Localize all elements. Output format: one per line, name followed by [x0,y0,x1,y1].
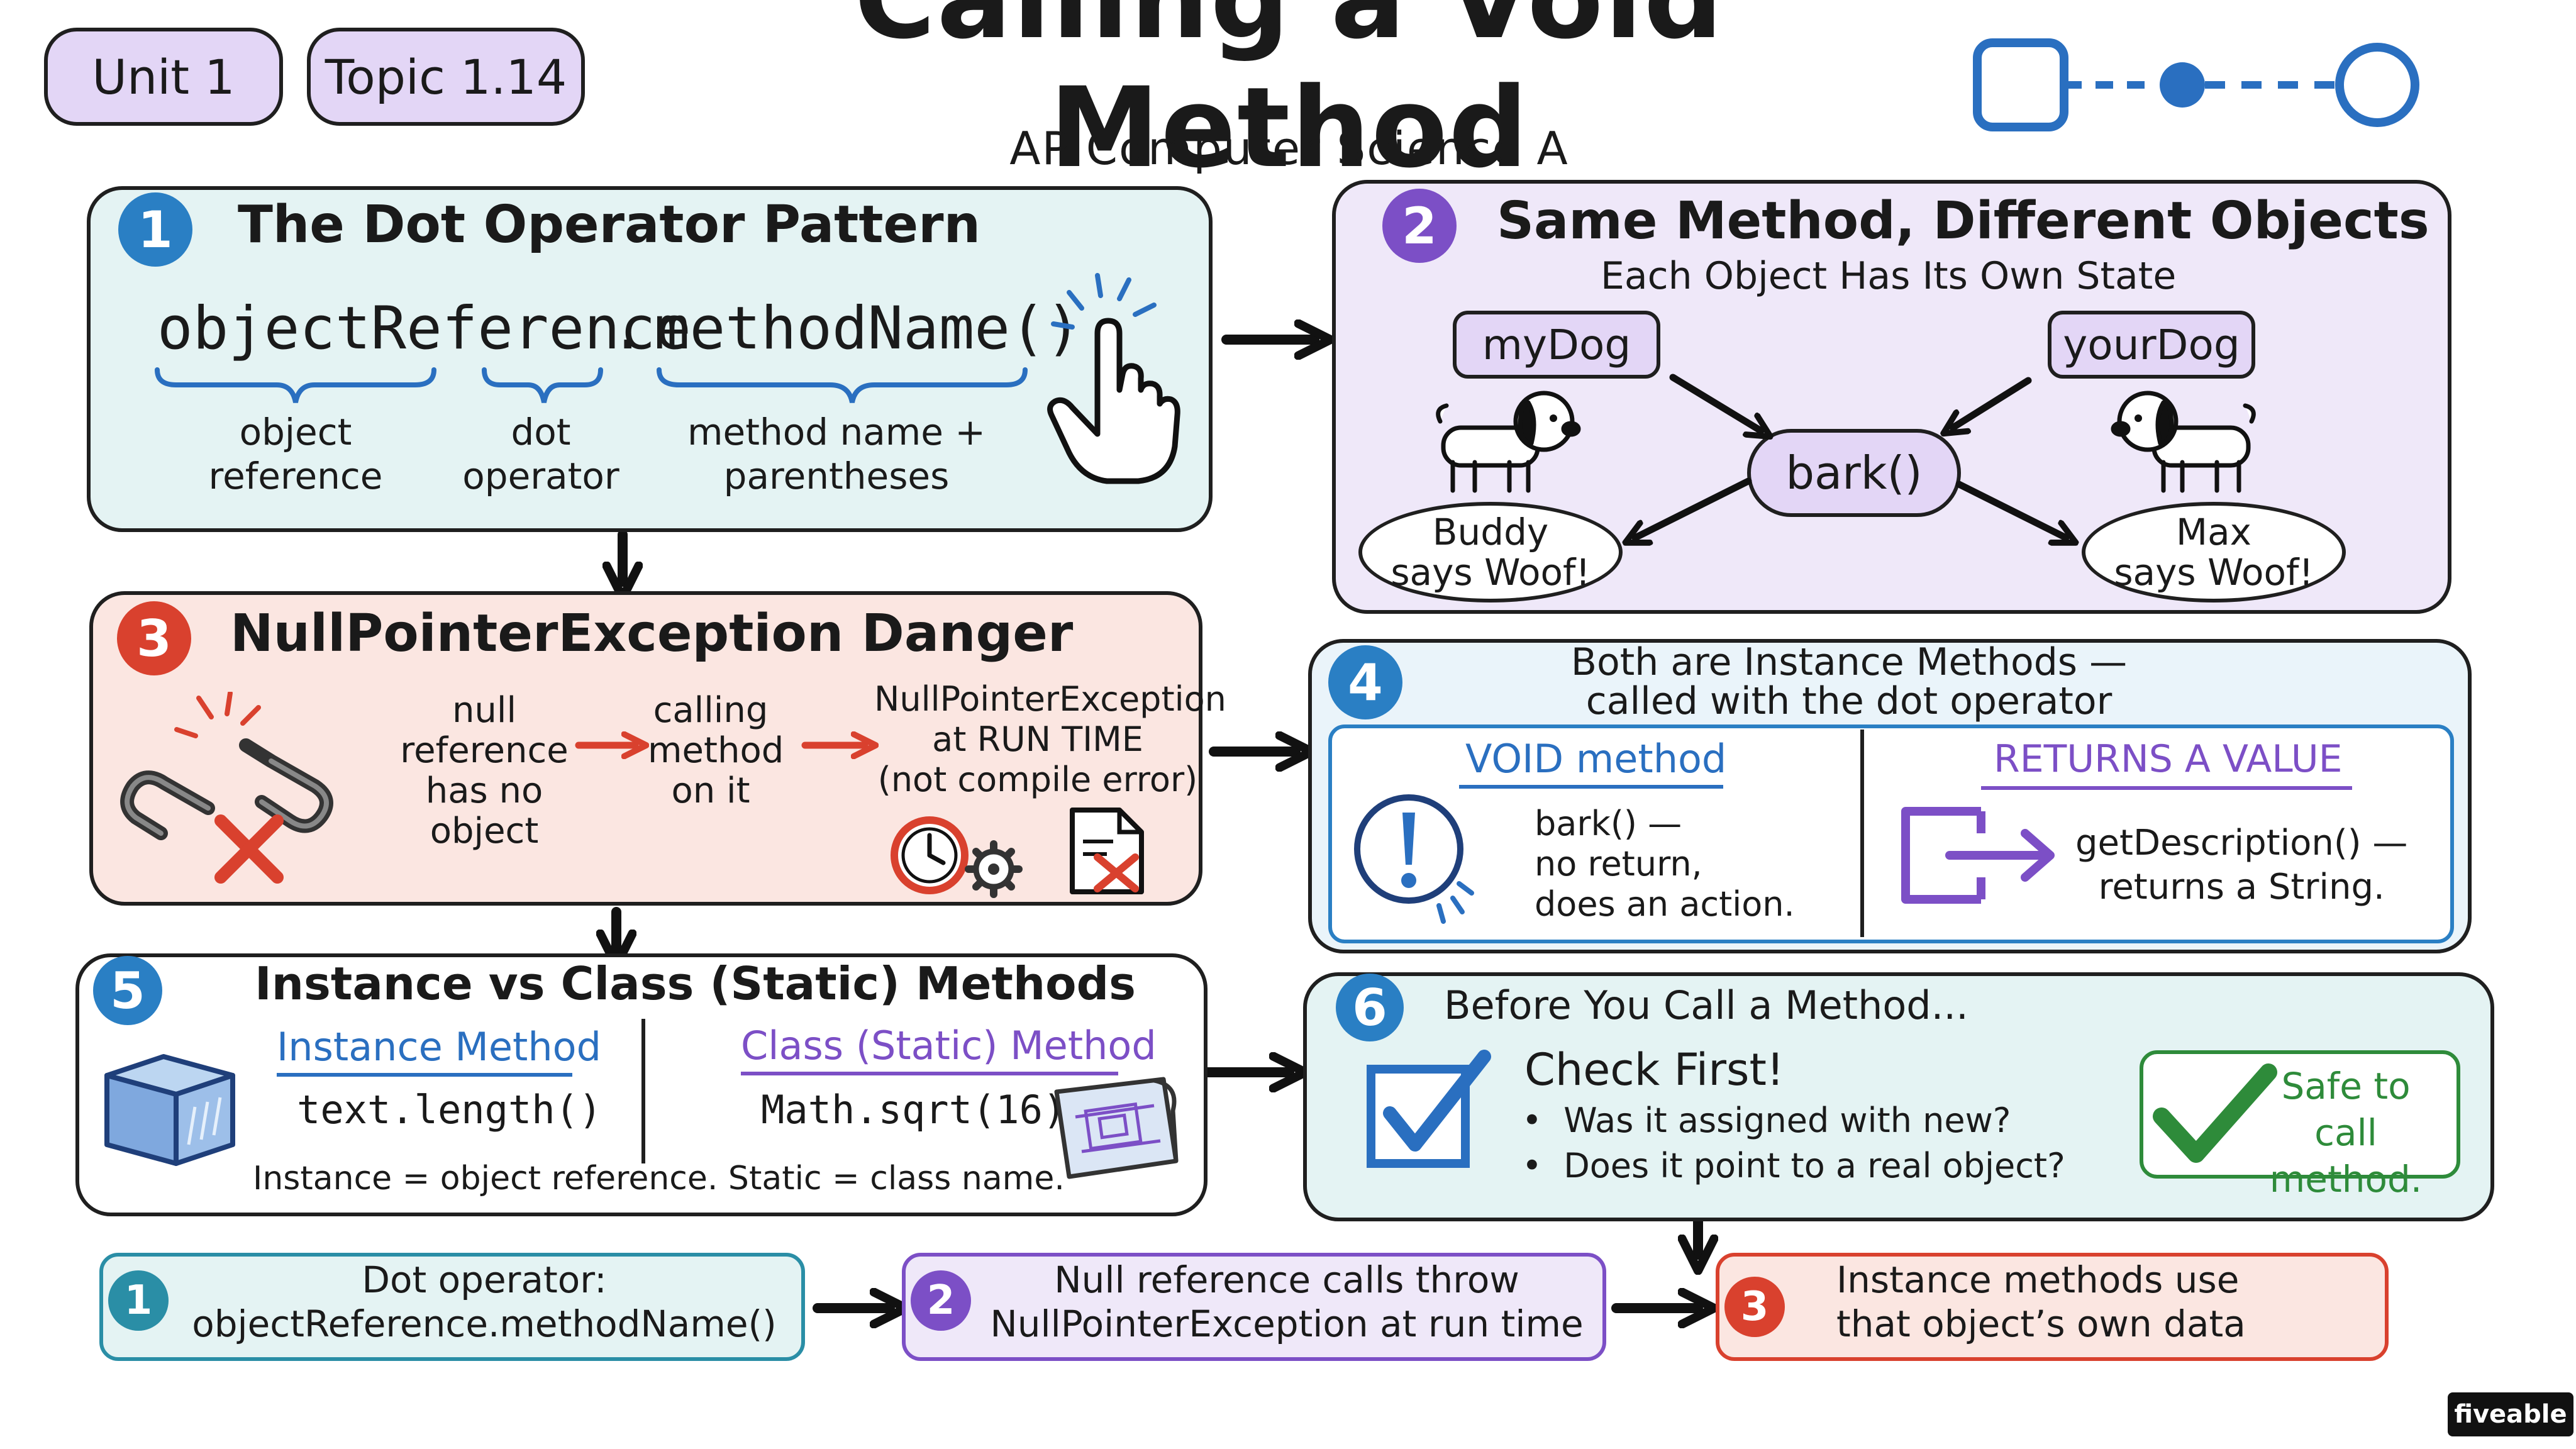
checkmark-icon [2153,1063,2277,1163]
column-divider [641,1019,645,1163]
void-method-card [1328,724,2454,943]
process-flow-icon [1973,38,2419,131]
label-method-name: method name +parentheses [687,411,985,497]
blueprint-icon [1054,1077,1179,1179]
panel-heading: The Dot Operator Pattern [238,195,980,255]
static-method-code: Math.sqrt(16) [761,1087,1067,1133]
panel-footer: Instance = object reference. Static = cl… [253,1160,1065,1197]
dog-icon [1436,391,1581,493]
panel-heading: Same Method, Different Objects [1497,191,2429,251]
summary-text-1: Dot operator:objectReference.methodName(… [192,1258,777,1345]
broken-chain-icon [120,692,333,884]
panel-dot-operator [87,186,1213,532]
summary-card-3 [1716,1253,2389,1361]
panel-number-badge: 5 [93,956,162,1025]
card-divider [1860,730,1864,937]
dog-icon [2111,391,2256,493]
panel-heading: Both are Instance Methods —called with t… [1570,640,2128,723]
checkbox-icon [1367,1050,1491,1168]
error-document-icon [1070,808,1144,894]
returns-value-title: RETURNS A VALUE [1994,737,2343,781]
panel-number-badge: 4 [1328,645,1402,719]
return-arrow-icon [1901,807,2055,904]
code-method-name: methodName() [654,294,1082,363]
check-first-title: Check First! [1524,1044,1784,1096]
exclamation-icon [1354,794,1474,924]
code-dot: . [610,294,646,363]
check-item: • Does it point to a real object? [1522,1146,2065,1185]
brand-logo: fiveable [2448,1392,2573,1436]
summary-card-1 [99,1253,805,1361]
panel-number-badge: 2 [1382,189,1457,263]
panel-heading: Before You Call a Method... [1444,982,1968,1028]
panel-subheading: Each Object Has Its Own State [1601,254,2177,298]
panel-number-badge: 3 [117,601,191,675]
instance-method-code: text.length() [297,1087,602,1133]
void-method-title: VOID method [1465,736,1727,782]
title-underline [741,1072,1118,1075]
code-object-reference: objectReference [157,294,691,363]
summary-card-2 [902,1253,1606,1361]
title-underline [1459,785,1723,789]
code-braces [155,367,1028,403]
object-label-yourdog: yourDog [2048,311,2255,379]
object-label-mydog: myDog [1453,311,1660,379]
instance-method-title: Instance Method [277,1024,601,1070]
static-method-title: Class (Static) Method [741,1023,1157,1069]
pointing-hand-icon [1047,273,1180,484]
method-bark: bark() [1747,429,1961,517]
title-underline [1981,786,2352,790]
gear-icon [965,840,1023,898]
void-method-body: bark() —no return,does an action. [1535,804,1795,924]
summary-number-badge: 3 [1724,1277,1785,1337]
unit-badge: Unit 1 [44,28,283,126]
panel-heading: Instance vs Class (Static) Methods [255,957,1136,1010]
check-list: • Was it assigned with new? • Does it po… [1522,1098,2065,1189]
returns-value-body: getDescription() —returns a String. [2075,823,2408,908]
panel-number-badge: 1 [118,192,192,267]
page-subtitle: AP Computer Science A [1009,122,1569,175]
check-item: • Was it assigned with new? [1522,1101,2011,1140]
topic-badge: Topic 1.14 [307,28,585,126]
title-underline [277,1073,572,1077]
cube-icon [104,1054,235,1166]
summary-number-badge: 2 [911,1270,971,1331]
panel-number-badge: 6 [1336,974,1404,1041]
summary-number-badge: 1 [108,1270,169,1331]
clock-icon [891,816,1023,898]
panel-heading: NullPointerException Danger [230,604,1074,663]
